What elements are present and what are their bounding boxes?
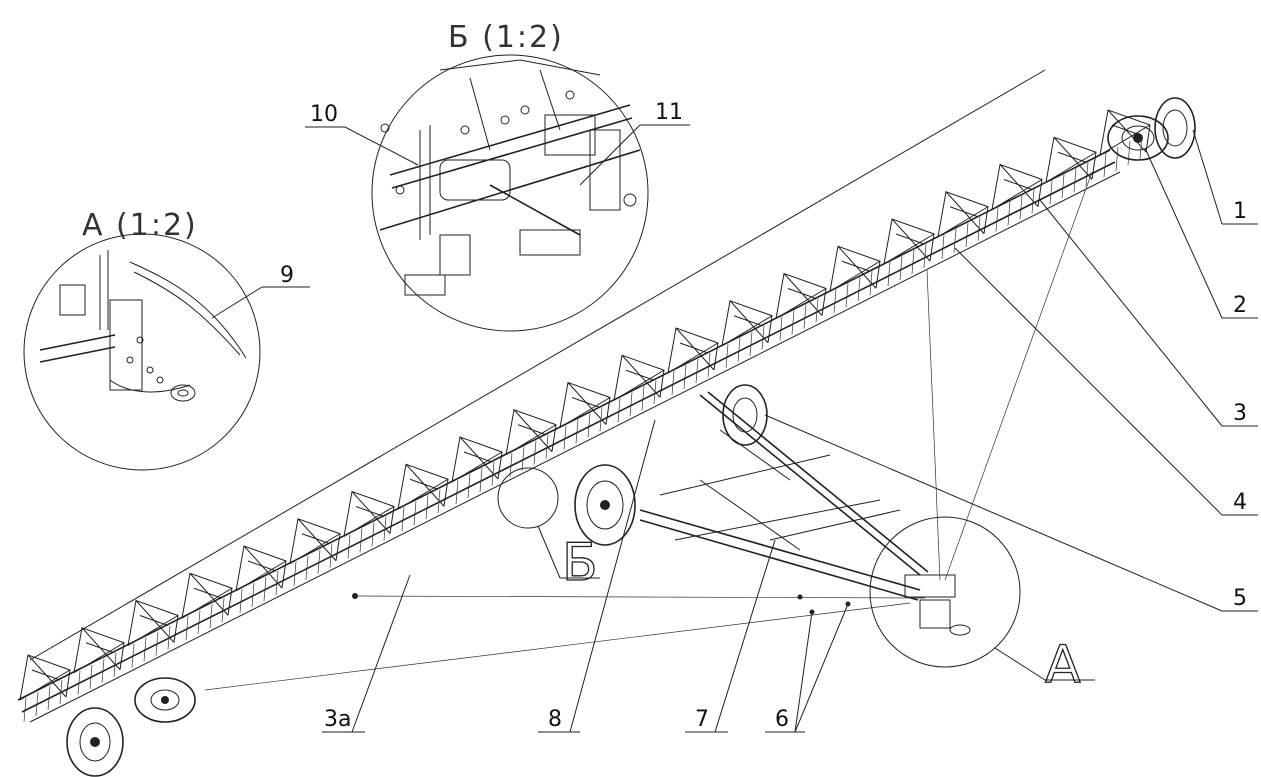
callout-10: 10 [310, 102, 338, 127]
detail-a-title: А (1:2) [82, 208, 198, 243]
tine-section [127, 599, 179, 668]
callout-1: 1 [1233, 199, 1247, 224]
tine-section [991, 163, 1043, 232]
brace-cables [204, 171, 1093, 691]
callout-9: 9 [280, 263, 294, 288]
tine-section [73, 627, 125, 695]
detail-b-title: Б (1:2) [448, 20, 564, 55]
transport-frame [639, 391, 971, 636]
harrow-frame [17, 69, 1151, 723]
tine-section [829, 245, 881, 314]
wheel-center-transport [574, 384, 768, 546]
detail-a: А (1:2) [23, 208, 261, 471]
tine-section [343, 490, 395, 559]
wheel-right-end [1107, 97, 1196, 161]
tine-section [19, 654, 71, 723]
callout-3a: 3а [324, 707, 351, 732]
letter-a: А [1045, 635, 1081, 695]
callout-7: 7 [695, 707, 709, 732]
callout-3: 3 [1233, 401, 1247, 426]
callout-labels: 1 2 3 4 5 6 7 8 3а 9 10 11 [280, 100, 1247, 732]
tine-section [1045, 136, 1097, 205]
tine-section [289, 518, 341, 586]
tine-section [613, 354, 665, 423]
callout-5: 5 [1233, 586, 1247, 611]
reference-circle-b: Б [497, 467, 600, 594]
callout-2: 2 [1233, 293, 1247, 318]
callout-11: 11 [655, 100, 683, 125]
tine-section [397, 463, 449, 532]
leader-lines [211, 124, 1258, 733]
tine-section [505, 409, 557, 477]
detail-b: Б (1:2) [371, 20, 649, 332]
tine-section [451, 436, 503, 505]
tine-section [883, 218, 935, 287]
tine-sections [19, 109, 1151, 723]
tine-section [775, 272, 827, 341]
callout-4: 4 [1233, 490, 1247, 515]
callout-6: 6 [775, 707, 789, 732]
tine-section [181, 572, 233, 641]
tine-section [667, 327, 719, 396]
tine-section [937, 191, 989, 259]
reference-circle-a: А [869, 516, 1095, 696]
wheel-left-end [66, 677, 196, 777]
tine-section [721, 300, 773, 368]
tine-section [1099, 109, 1151, 178]
callout-8: 8 [548, 707, 562, 732]
letter-b: Б [562, 533, 598, 593]
tine-section [235, 545, 287, 614]
tine-section [559, 381, 611, 450]
